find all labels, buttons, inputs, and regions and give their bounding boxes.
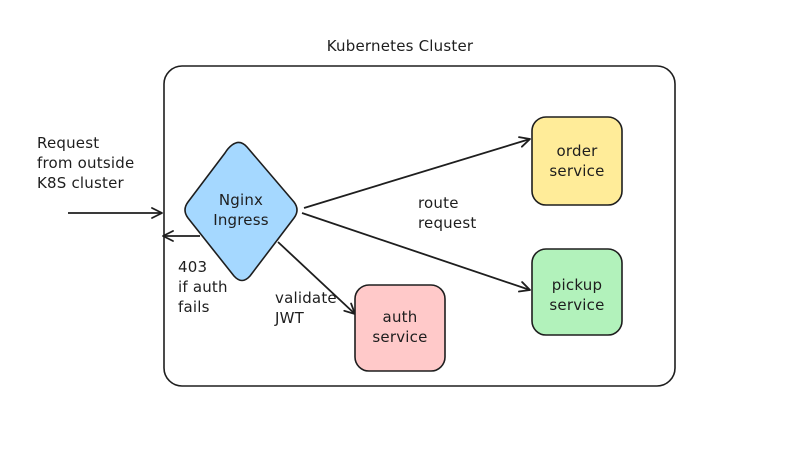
incoming-request-label: Request from outside K8S cluster xyxy=(37,134,135,192)
cluster-title: Kubernetes Cluster xyxy=(326,37,474,55)
auth-service-label: auth service xyxy=(372,308,428,346)
validate-jwt-label: validate JWT xyxy=(275,289,337,327)
order-service-node[interactable] xyxy=(531,116,623,206)
ingress-label: Nginx Ingress xyxy=(213,191,269,229)
forbidden-label: 403 if auth fails xyxy=(178,258,228,316)
route-order-arrow xyxy=(303,136,531,209)
route-pickup-arrow xyxy=(301,212,531,293)
auth-service-node[interactable] xyxy=(354,284,446,372)
order-service-label: order service xyxy=(549,142,605,180)
pickup-service-label: pickup service xyxy=(549,276,605,314)
validate-jwt-arrow xyxy=(277,241,356,315)
route-request-label: route request xyxy=(418,194,477,232)
pickup-service-node[interactable] xyxy=(531,248,623,336)
ingress-node[interactable] xyxy=(184,141,298,282)
